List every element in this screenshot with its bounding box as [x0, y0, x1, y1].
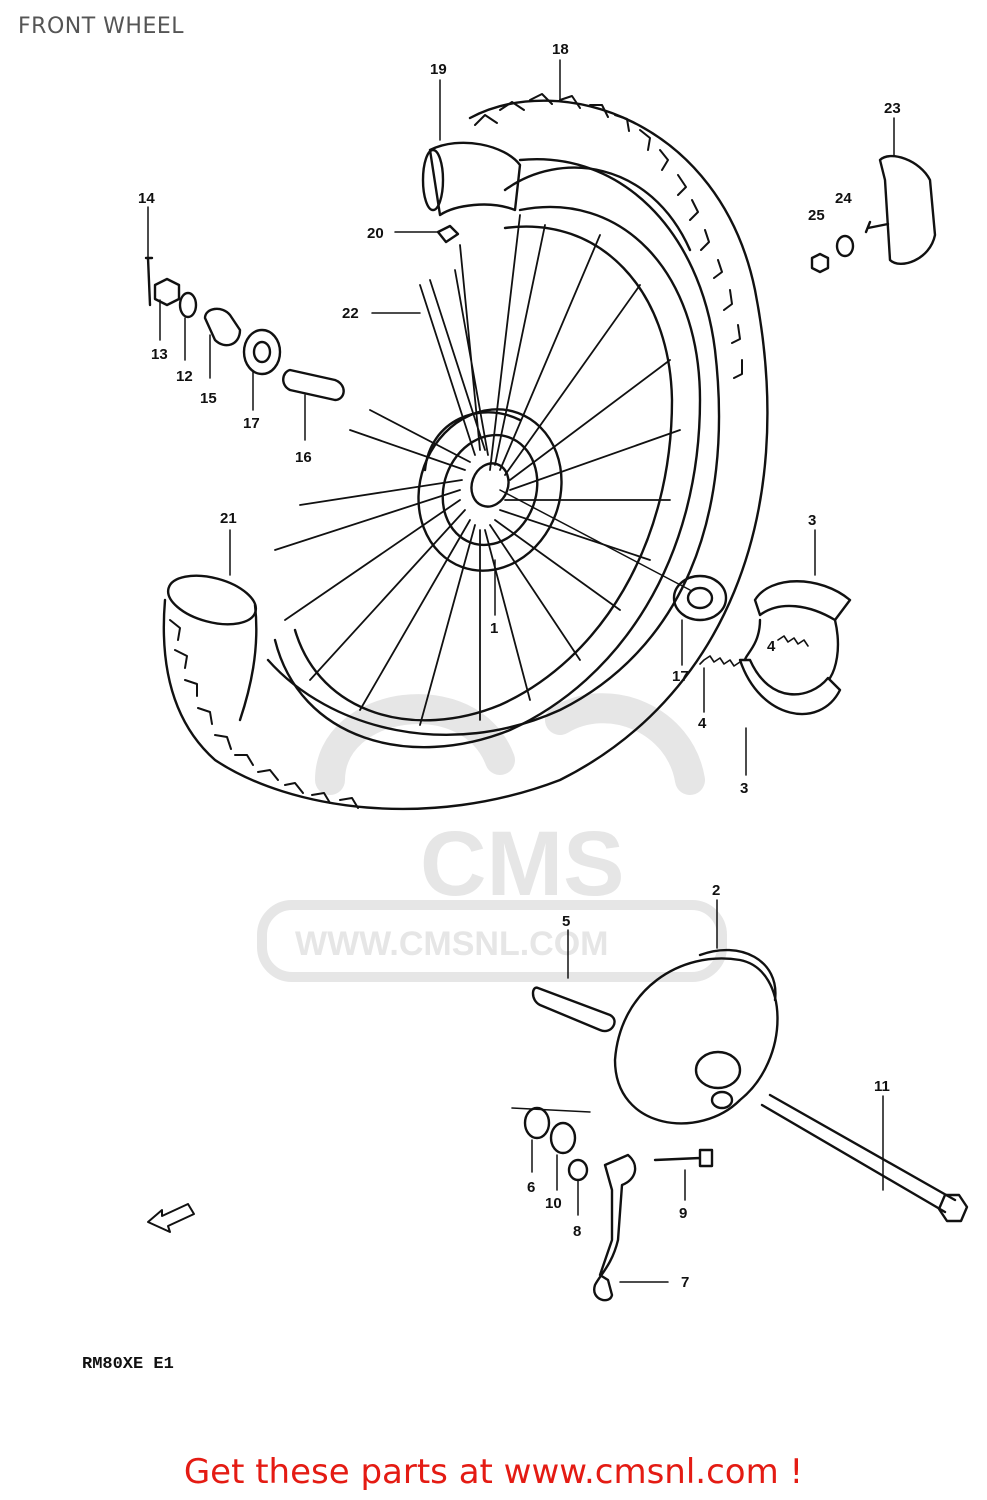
callout-22: 22: [342, 305, 359, 322]
callout-1: 1: [490, 620, 498, 637]
rim: [273, 205, 702, 749]
callout-24: 24: [835, 190, 852, 207]
callout-17-right: 17: [672, 668, 689, 685]
callout-15: 15: [200, 390, 217, 407]
tube: [166, 574, 258, 722]
cotter-pin: [144, 256, 154, 307]
axle: [760, 1093, 969, 1223]
rim-lock-parts: [810, 154, 937, 274]
bearing-right: [672, 574, 728, 622]
brake-panel: [613, 948, 779, 1125]
tire: [162, 93, 769, 811]
watermark: CMS WWW.CMSNL.COM: [257, 693, 727, 982]
left-axle-parts: [144, 256, 345, 402]
callout-11: 11: [874, 1078, 890, 1095]
promo-link[interactable]: Get these parts at www.cmsnl.com !: [183, 1452, 804, 1492]
front-arrow-icon: [147, 1203, 195, 1233]
leader-lines: [147, 59, 895, 1283]
model-code: RM80XE E1: [82, 1355, 174, 1374]
bearing-17-left: [242, 328, 282, 376]
brake-shoes: [738, 580, 852, 716]
callout-16: 16: [295, 449, 312, 466]
callout-8: 8: [573, 1223, 581, 1240]
nut-13: [153, 277, 181, 307]
watermark-brand: CMS: [420, 813, 624, 915]
callout-17-left: 17: [243, 415, 260, 432]
valve: [436, 224, 460, 244]
collar-15: [203, 307, 242, 347]
callout-3-top: 3: [808, 512, 816, 529]
callout-19: 19: [430, 61, 447, 78]
rim-lock-23: [878, 154, 937, 265]
page-title: FRONT WHEEL: [18, 14, 184, 39]
callout-9: 9: [679, 1205, 687, 1222]
callout-4-left: 4: [698, 715, 707, 732]
callout-6: 6: [527, 1179, 535, 1196]
callout-25: 25: [808, 207, 825, 224]
spring-left: [699, 655, 741, 667]
spring-right: [777, 635, 809, 647]
callout-13: 13: [151, 346, 168, 363]
callout-labels: 18 19 23 24 25 14 20 22 13 12 15 17 16 2…: [138, 41, 901, 1291]
callout-4-right: 4: [767, 638, 776, 655]
brake-cam-lever: [593, 1148, 714, 1302]
rim-band: [421, 141, 522, 217]
callout-2: 2: [712, 882, 720, 899]
watermark-url: WWW.CMSNL.COM: [295, 925, 609, 963]
callout-12: 12: [176, 368, 193, 385]
callout-10: 10: [545, 1195, 562, 1212]
callout-5: 5: [562, 913, 570, 930]
cam-shaft: [531, 986, 616, 1033]
bolt-9: [653, 1148, 714, 1168]
spacer-16: [282, 368, 345, 402]
hub: [417, 408, 563, 572]
callout-23: 23: [884, 100, 901, 117]
callout-21: 21: [220, 510, 237, 527]
callout-20: 20: [367, 225, 384, 242]
nut-8: [567, 1158, 589, 1182]
seal-6: [523, 1106, 551, 1140]
callout-7: 7: [681, 1274, 689, 1291]
callout-18: 18: [552, 41, 569, 58]
axle-line: [499, 489, 691, 591]
washer-12: [178, 291, 198, 319]
washer-24: [835, 234, 855, 258]
callout-14: 14: [138, 190, 155, 207]
callout-3-bottom: 3: [740, 780, 748, 797]
nut-25: [810, 252, 830, 274]
washer-10: [549, 1121, 577, 1155]
spokes: [274, 214, 681, 726]
